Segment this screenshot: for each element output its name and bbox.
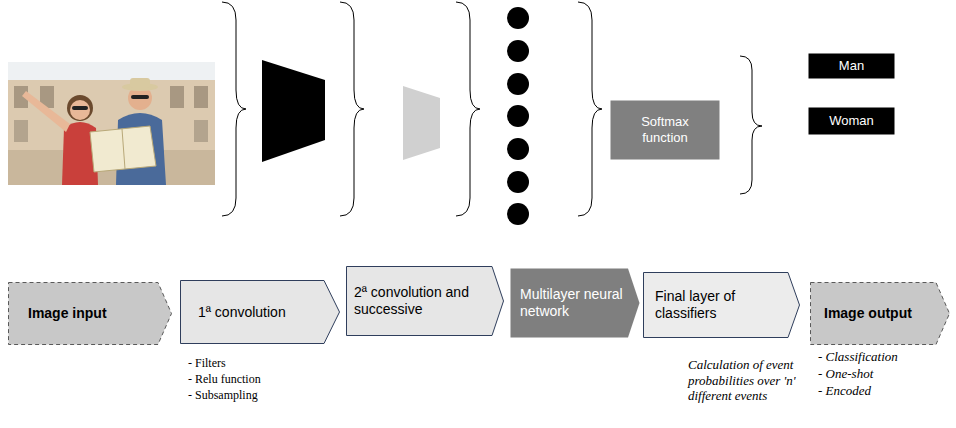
class-box: Woman	[808, 107, 895, 135]
node-text: Final layer of classifiers	[655, 288, 786, 322]
box-shape	[809, 108, 895, 135]
process-step: 2ª convolution and successive	[346, 266, 504, 336]
neuron-dot	[507, 7, 529, 29]
softmax-box: Softmax function	[610, 100, 720, 160]
box-shape	[611, 101, 720, 160]
output-step: Image output	[810, 282, 950, 345]
node-text: 1ª convolution	[198, 304, 320, 321]
class-box: Man	[808, 53, 895, 79]
man-sunglasses	[131, 95, 149, 99]
input-step: Image input	[8, 282, 172, 345]
node-text: Image output	[824, 305, 934, 322]
chevron-shape	[9, 283, 172, 345]
photo-sky	[8, 62, 215, 80]
process-step: Final layer of classifiers	[643, 272, 800, 338]
photo-window	[194, 120, 208, 142]
neuron-dot	[507, 73, 529, 95]
woman-sunglasses	[72, 106, 88, 110]
note-text: - One-shot	[818, 366, 948, 382]
neuron-dot	[507, 171, 529, 193]
neuron-dot	[507, 203, 529, 225]
note-text: Calculation of event probabilities over …	[688, 357, 810, 404]
chevron-shape	[811, 283, 950, 345]
photo-illustration	[8, 62, 215, 185]
note-text: - Filters	[188, 356, 328, 370]
curly-brace	[456, 2, 480, 216]
photo-background	[8, 62, 215, 185]
woman-arm	[22, 91, 70, 132]
map-fold	[122, 129, 125, 169]
neuron-dot	[507, 105, 529, 127]
chevron-shape	[511, 269, 640, 338]
curly-brace	[740, 56, 762, 194]
chevron-shape	[644, 273, 800, 338]
neuron-dot	[507, 138, 529, 160]
node-text: Man	[814, 58, 889, 74]
note-text: - Classification	[818, 349, 948, 365]
note-text: - Relu function	[188, 372, 328, 386]
conv-layer-symbol	[403, 86, 440, 160]
node-text: Woman	[814, 113, 889, 129]
chevron-shape	[347, 267, 504, 336]
note-text: - Subsampling	[188, 388, 328, 402]
woman-hair	[67, 95, 93, 121]
node-text: Softmax function	[618, 114, 712, 145]
photo-window	[14, 120, 28, 142]
box-shape	[809, 54, 895, 79]
neuron-dot	[507, 40, 529, 62]
curly-brace	[340, 2, 364, 216]
curly-brace	[222, 2, 246, 216]
process-step: Multilayer neural network	[510, 268, 640, 338]
note-text: - Encoded	[818, 383, 948, 399]
photo-window	[170, 86, 184, 108]
process-step: 1ª convolution	[180, 280, 340, 344]
node-text: Image input	[28, 305, 154, 322]
node-text: 2ª convolution and successive	[354, 284, 490, 318]
curly-brace	[578, 2, 602, 216]
woman-face	[70, 100, 90, 120]
map	[90, 126, 156, 172]
conv-layer-symbol	[262, 60, 325, 162]
man-hat	[130, 78, 150, 88]
node-text: Multilayer neural network	[520, 286, 626, 320]
chevron-shape	[181, 281, 340, 344]
photo-window	[194, 86, 208, 108]
